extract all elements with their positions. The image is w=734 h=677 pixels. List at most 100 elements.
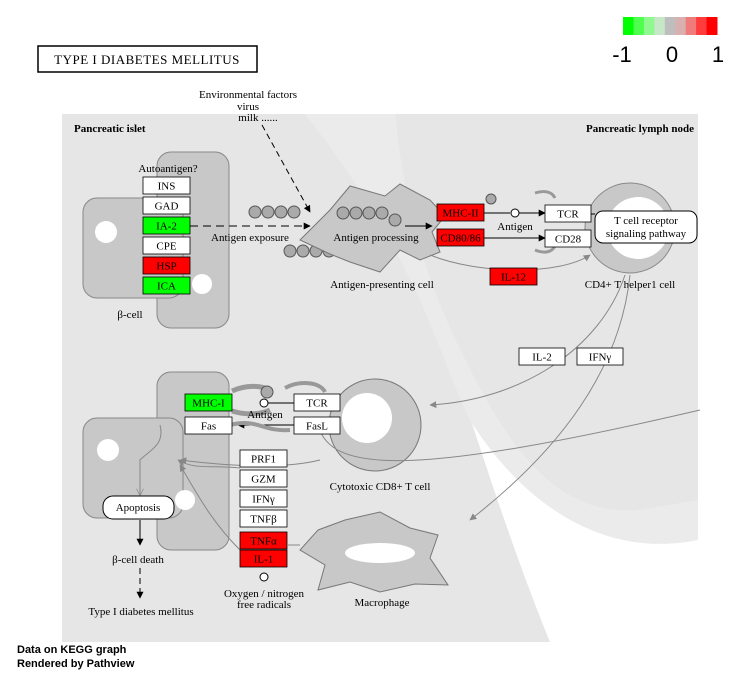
beta-cell-death-label: β-cell death bbox=[112, 554, 164, 566]
macrophage-nucleus bbox=[345, 543, 415, 563]
gene-box-ifny1 bbox=[576, 347, 624, 366]
gene-boxes: INSGADIA-2CPEHSPICAMHC-IICD80/86TCRCD28I… bbox=[142, 176, 624, 568]
legend-swatch bbox=[706, 17, 718, 35]
gene-label-cpe: CPE bbox=[156, 241, 176, 253]
legend-swatch bbox=[643, 17, 655, 35]
gene-label-ia2: IA-2 bbox=[156, 221, 177, 233]
apoptosis-label: Apoptosis bbox=[116, 502, 161, 514]
gene-box-prf1 bbox=[239, 449, 288, 468]
legend-swatch bbox=[623, 17, 634, 35]
gene-label-tnfa: TNFα bbox=[250, 536, 277, 548]
gene-box-il12 bbox=[489, 267, 538, 286]
legend-color-bar bbox=[623, 17, 718, 35]
gene-label-tcr1: TCR bbox=[557, 209, 579, 221]
gene-label-fasl: FasL bbox=[306, 421, 328, 433]
gene-box-hsp bbox=[142, 256, 191, 275]
env-virus-label: virus bbox=[237, 101, 259, 113]
gene-cd80[interactable]: CD80/86 bbox=[436, 228, 485, 247]
apc-beads bbox=[336, 206, 402, 227]
th1-to-ctl-arrow bbox=[429, 274, 626, 409]
gene-fas[interactable]: Fas bbox=[184, 416, 233, 435]
gene-label-hsp: HSP bbox=[156, 261, 176, 273]
gene-box-il1 bbox=[239, 549, 288, 568]
legend-swatch bbox=[685, 17, 697, 35]
color-legend: -1 0 1 bbox=[612, 17, 724, 67]
gene-prf1[interactable]: PRF1 bbox=[239, 449, 288, 468]
gene-box-tcr2 bbox=[293, 393, 341, 412]
gene-label-ins: INS bbox=[158, 181, 176, 193]
gene-label-mhcii: MHC-II bbox=[442, 208, 478, 220]
gene-label-tcr2: TCR bbox=[306, 398, 328, 410]
pathway-title-text: TYPE I DIABETES MELLITUS bbox=[54, 52, 240, 67]
tcell-receptor-pathway-node[interactable]: T cell receptor signaling pathway bbox=[594, 210, 698, 244]
radicals-dot bbox=[259, 572, 269, 582]
apoptosis-node[interactable]: Apoptosis bbox=[102, 495, 175, 520]
antigen-processing-label: Antigen processing bbox=[333, 232, 419, 244]
gene-tcr2[interactable]: TCR bbox=[293, 393, 341, 412]
oxygen-label: Oxygen / nitrogen bbox=[224, 588, 305, 600]
legend-swatch bbox=[664, 17, 676, 35]
legend-mid-label: 0 bbox=[666, 42, 678, 67]
gene-box-ifny2 bbox=[239, 489, 288, 508]
gene-il12[interactable]: IL-12 bbox=[489, 267, 538, 286]
gene-il2[interactable]: IL-2 bbox=[518, 347, 566, 366]
mhcii-dot-gray bbox=[485, 193, 497, 205]
gene-cpe[interactable]: CPE bbox=[142, 236, 191, 255]
tcell-pathway-line1: T cell receptor bbox=[614, 215, 678, 227]
mhci-dot-gray bbox=[260, 385, 274, 399]
env-milk-label: milk ...... bbox=[238, 112, 278, 124]
antigen-top-label: Antigen bbox=[497, 221, 533, 233]
antigen-exposure-label: Antigen exposure bbox=[211, 232, 289, 244]
gene-tnfb[interactable]: TNFβ bbox=[239, 509, 288, 528]
apc-label: Antigen-presenting cell bbox=[330, 279, 434, 291]
antigen-beads-1 bbox=[248, 205, 301, 219]
ctl-lower-line bbox=[317, 409, 701, 462]
legend-swatch bbox=[654, 17, 666, 35]
cytotoxic-cd8-t-cell bbox=[328, 378, 422, 472]
legend-swatch bbox=[675, 17, 687, 35]
gene-ifny1[interactable]: IFNγ bbox=[576, 347, 624, 366]
gene-box-cd28 bbox=[544, 229, 592, 248]
ctl-label: Cytotoxic CD8+ T cell bbox=[330, 481, 431, 493]
gene-mhcii[interactable]: MHC-II bbox=[436, 203, 485, 222]
th1-to-macrophage-arrow bbox=[469, 274, 631, 521]
gene-il1[interactable]: IL-1 bbox=[239, 549, 288, 568]
antigen-dot-white bbox=[510, 208, 520, 218]
gene-label-tnfb: TNFβ bbox=[250, 514, 277, 526]
gene-ins[interactable]: INS bbox=[142, 176, 191, 195]
gene-tnfa[interactable]: TNFα bbox=[239, 531, 288, 550]
mhci-curve-lower bbox=[231, 407, 272, 417]
macrophage-cytokines-arrow bbox=[179, 464, 241, 551]
gene-cd28[interactable]: CD28 bbox=[544, 229, 592, 248]
antigen-presenting-cell bbox=[299, 183, 446, 273]
gene-ifny2[interactable]: IFNγ bbox=[239, 489, 288, 508]
autoantigen-label: Autoantigen? bbox=[138, 163, 197, 175]
gene-label-ifny1: IFNγ bbox=[589, 352, 612, 364]
gene-box-fasl bbox=[293, 416, 341, 435]
gene-fasl[interactable]: FasL bbox=[293, 416, 341, 435]
gene-label-ica: ICA bbox=[157, 281, 176, 293]
gene-box-fas bbox=[184, 416, 233, 435]
antigen-mid-label: Antigen bbox=[247, 409, 283, 421]
gene-ia2[interactable]: IA-2 bbox=[142, 216, 191, 235]
gene-label-ifny2: IFNγ bbox=[252, 494, 275, 506]
gene-tcr1[interactable]: TCR bbox=[544, 204, 592, 223]
gene-ica[interactable]: ICA bbox=[142, 276, 191, 295]
footer-rendered-by: Rendered by Pathview bbox=[17, 658, 135, 670]
gene-label-il1: IL-1 bbox=[254, 554, 274, 566]
gene-label-gzm: GZM bbox=[251, 474, 276, 486]
gene-mhci[interactable]: MHC-I bbox=[184, 393, 233, 412]
legend-max-label: 1 bbox=[712, 42, 724, 67]
fas-to-apoptosis-arrow bbox=[140, 424, 162, 495]
gene-hsp[interactable]: HSP bbox=[142, 256, 191, 275]
gene-box-gzm bbox=[239, 469, 288, 488]
gene-label-mhci: MHC-I bbox=[192, 398, 225, 410]
gene-box-il2 bbox=[518, 347, 566, 366]
gene-box-ica bbox=[142, 276, 191, 295]
cd4-t-helper-label: CD4+ T helper1 cell bbox=[585, 279, 675, 291]
gene-box-ia2 bbox=[142, 216, 191, 235]
gene-label-cd80: CD80/86 bbox=[440, 233, 481, 245]
gene-gzm[interactable]: GZM bbox=[239, 469, 288, 488]
gene-gad[interactable]: GAD bbox=[142, 196, 191, 215]
